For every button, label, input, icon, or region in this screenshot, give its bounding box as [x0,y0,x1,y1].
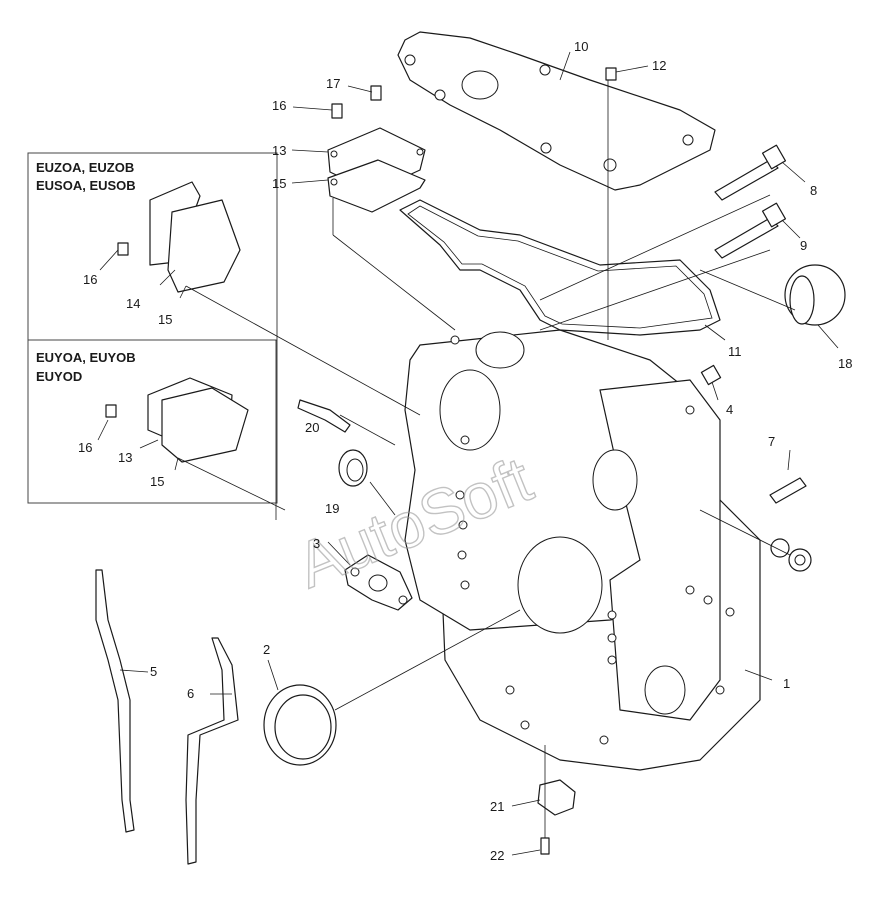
inset-top-callout-14: 14 [126,296,140,311]
inset-bottom-cover [105,377,249,463]
callout-1: 1 [783,676,790,691]
inset-top-callout-15: 15 [158,312,172,327]
inset-bottom-callout-13: 13 [118,450,132,465]
callout-17: 17 [326,76,340,91]
flange-gasket [344,554,413,611]
inset-bottom-callout-16: 16 [78,440,92,455]
callout-20: 20 [305,420,319,435]
callout-4: 4 [726,402,733,417]
callout-11: 11 [728,344,742,359]
callout-3: 3 [313,536,320,551]
callout-21: 21 [490,799,504,814]
callout-7: 7 [768,434,775,449]
inset-bottom-callout-15: 15 [150,474,164,489]
variant-labels: EUZOA, EUZOB EUSOA, EUSOB EUYOA, EUYOB E… [36,160,136,384]
small-cover-21 [537,779,576,855]
sensor-and-seal [297,399,368,487]
callout-9: 9 [800,238,807,253]
inset-top-callout-16: 16 [83,272,97,287]
leader-lines [97,51,839,856]
plug-18 [784,264,846,326]
callout-15: 15 [272,176,286,191]
callout-19: 19 [325,501,339,516]
inset-callout-numbers: 16 14 15 16 13 15 [78,272,172,489]
callout-22: 22 [490,848,504,863]
variant-group-2-line-1: EUYOA, EUYOB [36,350,136,365]
callout-13: 13 [272,143,286,158]
callout-16: 16 [272,98,286,113]
top-cover [397,31,716,191]
inset-top-cover [117,181,241,293]
callout-12: 12 [652,58,666,73]
oil-seal [263,684,337,766]
flywheel-housing [404,329,761,771]
variant-group-1-line-2: EUSOA, EUSOB [36,178,136,193]
callout-18: 18 [838,356,852,371]
small-cover-main [327,127,426,213]
callout-6: 6 [187,686,194,701]
callout-10: 10 [574,39,588,54]
variant-group-2-line-2: EUYOD [36,369,82,384]
strip-gaskets [95,569,239,865]
callout-5: 5 [150,664,157,679]
callout-2: 2 [263,642,270,657]
variant-group-1-line-1: EUZOA, EUZOB [36,160,134,175]
variant-inset-frames [27,152,278,504]
callout-8: 8 [810,183,817,198]
top-gasket [399,199,721,336]
long-bolts [714,144,787,259]
callout-numbers: 10 12 17 16 13 15 8 9 11 18 4 7 20 19 3 … [150,39,852,863]
